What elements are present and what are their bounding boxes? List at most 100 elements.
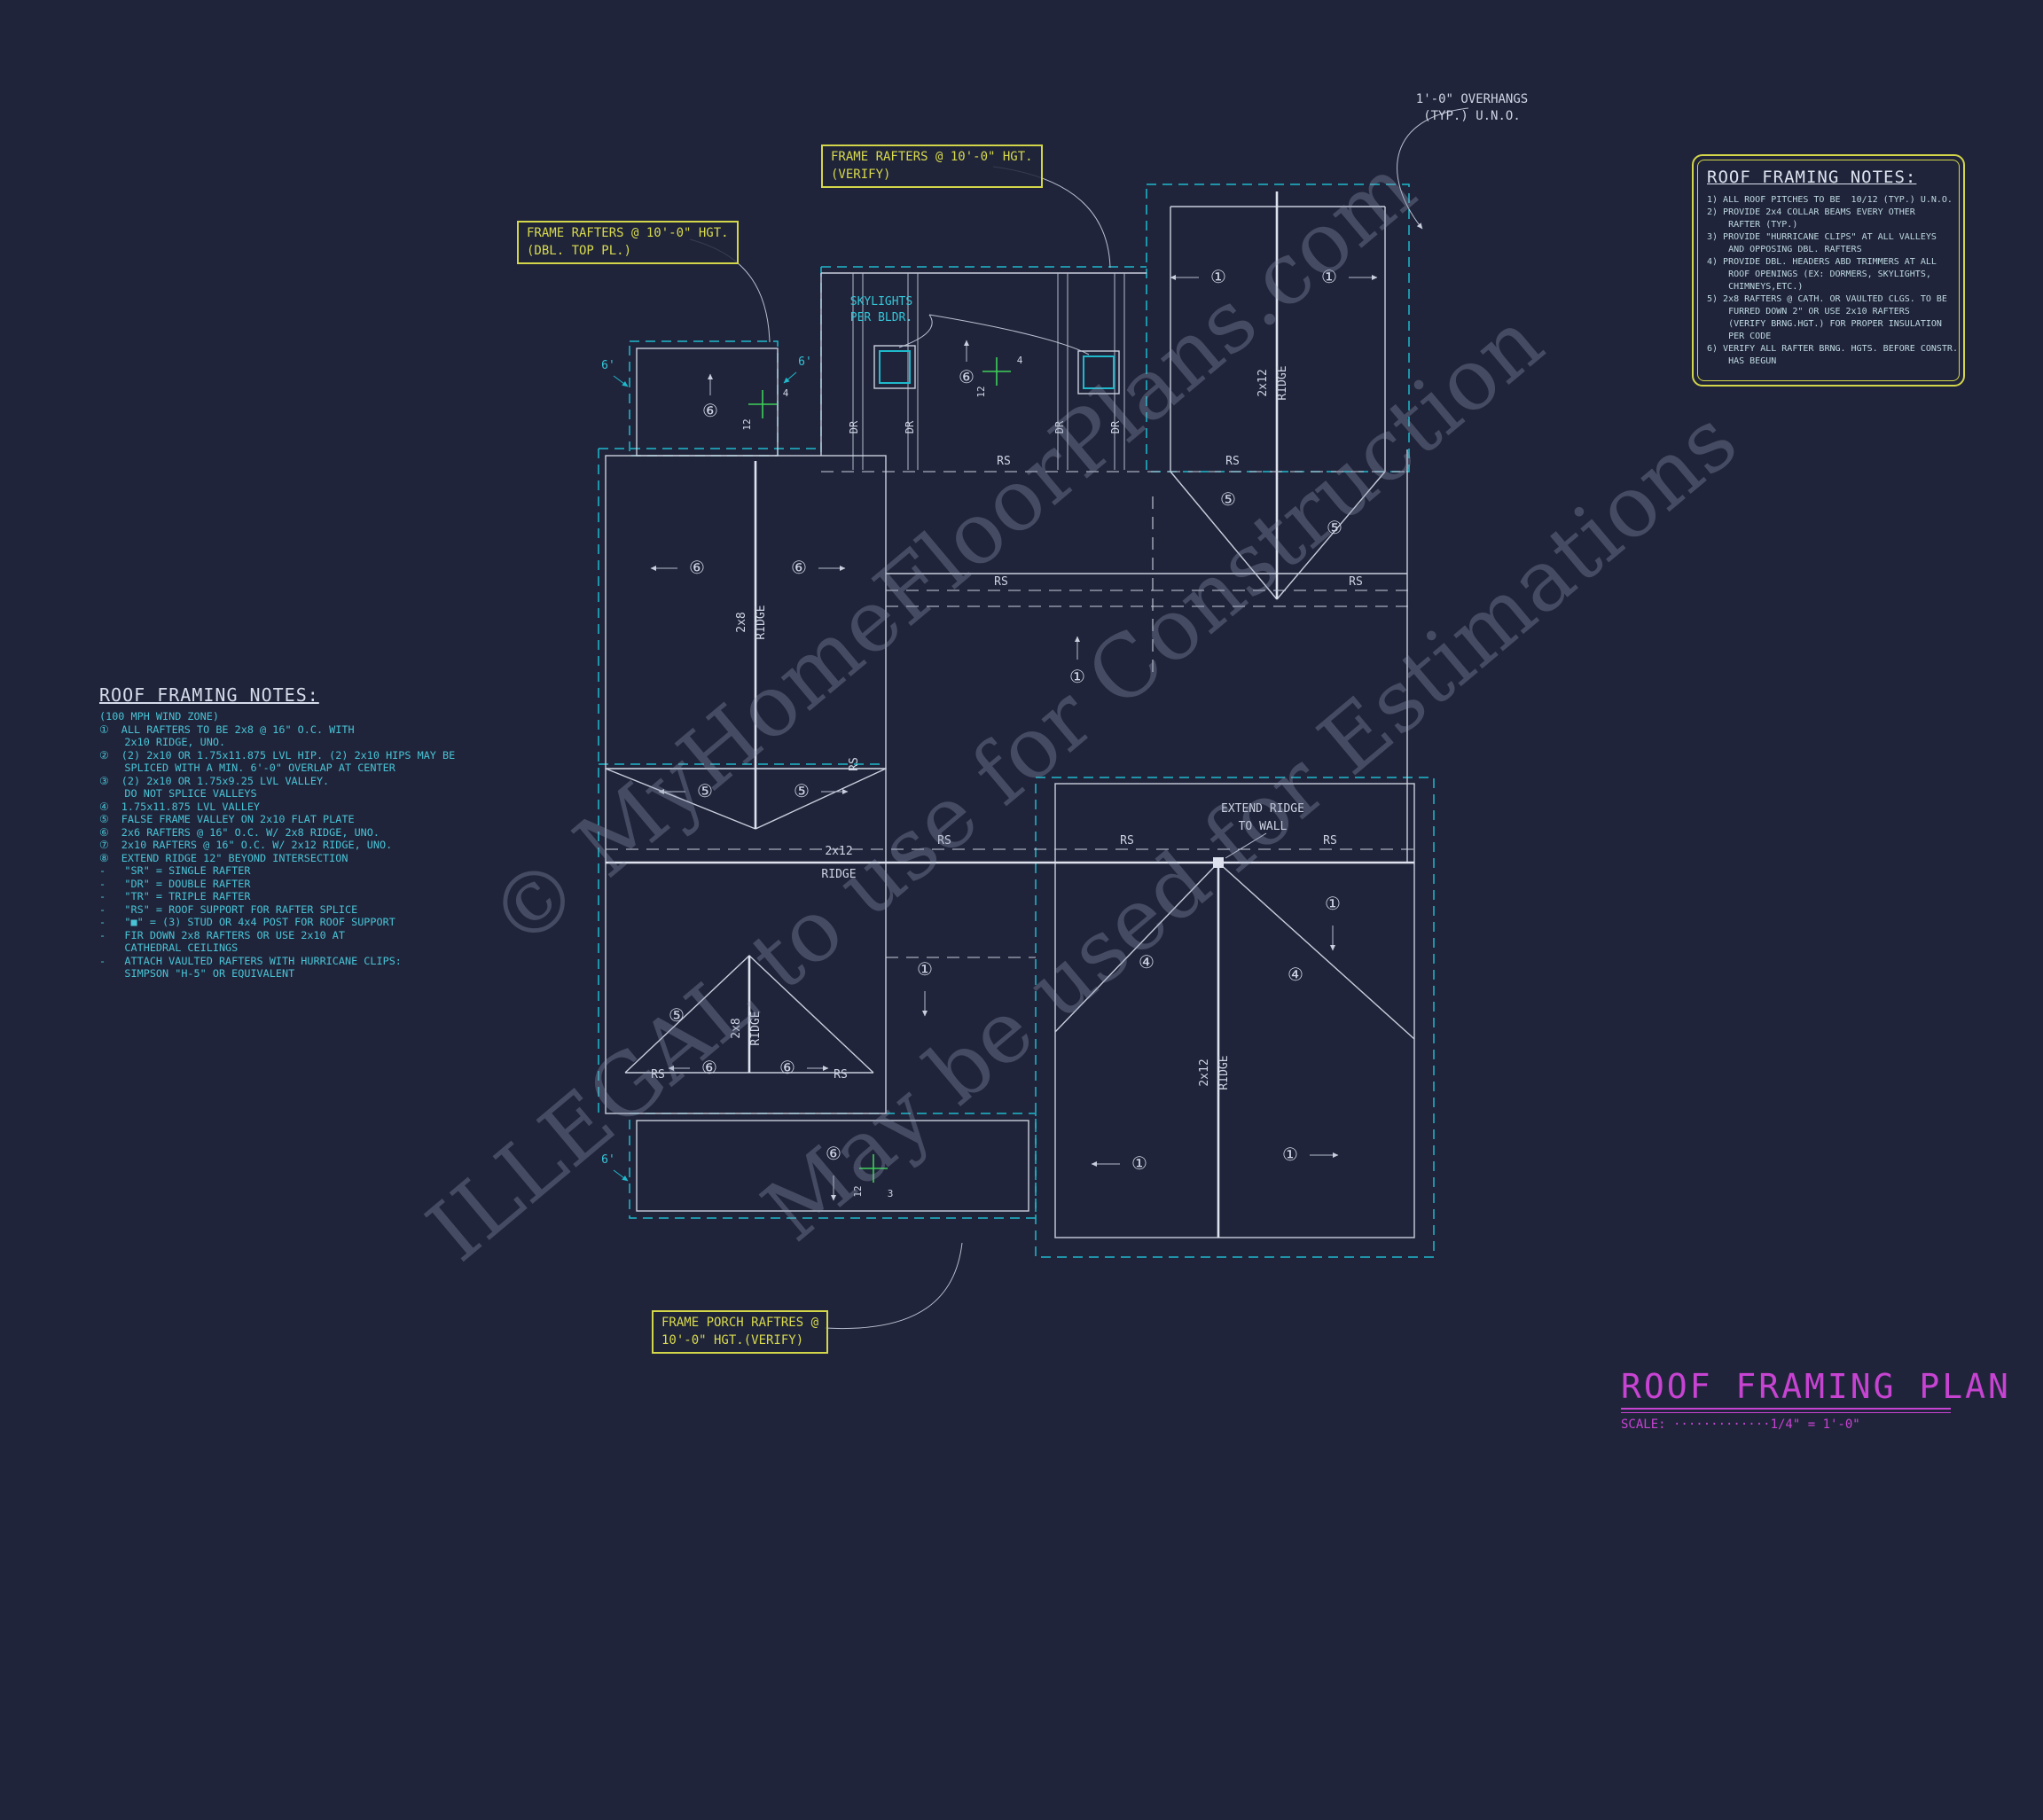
note-line: 5) 2x8 RAFTERS @ CATH. OR VAULTED CLGS. … [1707,294,1947,304]
note-line: (VERIFY BRNG.HGT.) FOR PROPER INSULATION [1707,319,1942,329]
note-line: 4) PROVIDE DBL. HEADERS ABD TRIMMERS AT … [1707,257,1937,267]
note-line: HAS BEGUN [1707,356,1777,366]
callout-line: FRAME RAFTERS @ 10'-0" HGT. [831,150,1033,164]
pitch-rise-label: 12 [975,386,987,397]
note-line: (100 MPH WIND ZONE) [99,710,219,723]
note-line: - "TR" = TRIPLE RAFTER [99,890,251,902]
ridge-label: RIDGE [1217,1055,1231,1090]
note-line: PER CODE [1707,332,1772,341]
note-line: AND OPPOSING DBL. RAFTERS [1707,245,1862,254]
roof-framing-notes-left: ROOF FRAMING NOTES: (100 MPH WIND ZONE)①… [99,684,560,980]
callout-line: FRAME PORCH RAFTRES @ [661,1316,819,1330]
note-line: ⑥ 2x6 RAFTERS @ 16" O.C. W/ 2x8 RIDGE, U… [99,825,380,839]
extend-ridge-note: EXTEND RIDGE [1221,802,1304,816]
keynote-1: ① [1321,266,1337,287]
pitch-rise-label: 12 [741,418,753,430]
note-line: SIMPSON "H-5" OR EQUIVALENT [99,967,295,980]
overhang-dimension: 6' [601,1153,615,1167]
note-line: 2) PROVIDE 2x4 COLLAR BEAMS EVERY OTHER [1707,207,1915,217]
note-line: FURRED DOWN 2" OR USE 2x10 RAFTERS [1707,307,1910,316]
ridge-label: 2x12 [1198,1058,1211,1086]
skylight-icon [873,345,916,389]
roof-support-label: RS [937,834,951,848]
note-line: SPLICED WITH A MIN. 6'-0" OVERLAP AT CEN… [99,762,395,774]
note-line: 1) ALL ROOF PITCHES TO BE 10/12 (TYP.) U… [1707,195,1953,205]
ridge-label: 2x8 [730,1018,743,1038]
keynote-6: ⑥ [702,400,718,421]
direction-arrows [613,274,1378,1201]
ridge-lines [606,191,1414,1238]
keynote-5: ⑤ [697,780,713,801]
keynote-5: ⑤ [1220,488,1236,510]
note-line: ⑧ EXTEND RIDGE 12" BEYOND INTERSECTION [99,851,348,864]
scale-label: SCALE: ·············1/4" = 1'-0" [1621,1418,1860,1432]
roof-support-label: RS [994,575,1008,589]
keynote-1: ① [1131,1152,1147,1174]
pitch-run-label: 3 [888,1188,894,1199]
roof-framing-notes-box-inner: ROOF FRAMING NOTES: 1) ALL ROOF PITCHES … [1697,160,1960,381]
leader-lines [689,107,1469,1330]
ridge-label: RIDGE [749,1011,763,1045]
skylight-icon [1077,350,1120,394]
title-block: ROOF FRAMING PLAN SCALE: ·············1/… [1621,1367,2008,1432]
pitch-run-label: 4 [783,387,789,399]
note-line: ① ALL RAFTERS TO BE 2x8 @ 16" O.C. WITH [99,723,355,736]
title-underline [1621,1412,1951,1413]
roof-solid-lines [605,206,1415,1238]
callout-frame-rafters-dbl-top-plate: FRAME RAFTERS @ 10'-0" HGT. (DBL. TOP PL… [517,221,739,265]
keynote-5: ⑤ [669,1004,685,1026]
left-notes-title: ROOF FRAMING NOTES: [99,684,319,706]
note-line: ROOF OPENINGS (EX: DORMERS, SKYLIGHTS, [1707,269,1931,279]
callout-frame-porch-rafters: FRAME PORCH RAFTRES @ 10'-0" HGT.(VERIFY… [652,1310,829,1355]
ridge-label: 2x12 [1256,369,1270,396]
double-rafter-label: DR [1109,420,1122,434]
note-line: DO NOT SPLICE VALLEYS [99,787,257,800]
ridge-label: RIDGE [1276,365,1289,400]
overhang-dashed-lines [598,184,1435,1258]
roof-support-label: RS [848,757,861,771]
left-notes-lines: (100 MPH WIND ZONE)① ALL RAFTERS TO BE 2… [99,710,560,980]
note-line: CHIMNEYS,ETC.) [1707,282,1804,292]
keynote-6: ⑥ [791,557,807,578]
ridge-label: 2x12 [825,845,852,858]
note-line: ⑦ 2x10 RAFTERS @ 16" O.C. W/ 2x12 RIDGE,… [99,839,393,851]
keynote-6: ⑥ [826,1143,841,1164]
callout-line: 10'-0" HGT.(VERIFY) [661,1332,804,1347]
roof-support-label: RS [1323,834,1337,848]
keynote-5: ⑤ [1327,517,1342,538]
overhang-dimension: 6' [798,355,812,369]
roof-support-label: RS [1120,834,1134,848]
ridge-label: RIDGE [755,605,768,639]
pitch-run-label: 4 [1017,355,1023,366]
note-line: ② (2) 2x10 OR 1.75x11.875 LVL HIP. (2) 2… [99,748,456,762]
note-line: - "SR" = SINGLE RAFTER [99,864,251,877]
keynote-4: ④ [1288,964,1303,985]
roof-support-label: RS [1225,455,1240,468]
note-line: - "DR" = DOUBLE RAFTER [99,877,251,890]
keynote-5: ⑤ [794,780,810,801]
note-line: ⑤ FALSE FRAME VALLEY ON 2x10 FLAT PLATE [99,813,355,825]
roof-plan-drawing: ①①2x12RIDGE⑤⑤RSRSRSRSRSRSRSRSRSRS2x12RID… [598,92,1528,1330]
roof-support-label: RS [1349,575,1363,589]
overhang-dimension: 6' [601,359,615,372]
double-rafter-label: DR [904,420,916,434]
note-line: 3) PROVIDE "HURRICANE CLIPS" AT ALL VALL… [1707,232,1937,242]
pitch-cross-icons [748,357,1011,1183]
note-line: CATHEDRAL CEILINGS [99,941,239,954]
keynote-1: ① [1210,266,1226,287]
notes-box-lines: 1) ALL ROOF PITCHES TO BE 10/12 (TYP.) U… [1707,194,1958,368]
note-line: RAFTER (TYP.) [1707,220,1798,230]
keynote-1: ① [1282,1144,1298,1165]
callout-frame-rafters-verify: FRAME RAFTERS @ 10'-0" HGT. (VERIFY) [821,145,1043,189]
skylight-icons [873,345,1120,394]
extend-ridge-note: TO WALL [1239,820,1288,833]
keynote-4: ④ [1139,951,1155,972]
roof-framing-notes-box: ROOF FRAMING NOTES: 1) ALL ROOF PITCHES … [1692,154,1965,387]
note-line: - "RS" = ROOF SUPPORT FOR RAFTER SPLICE [99,902,358,916]
keynote-1: ① [917,958,933,980]
keynote-6: ⑥ [779,1057,795,1078]
keynote-1: ① [1069,666,1085,687]
note-line: - FIR DOWN 2x8 RAFTERS OR USE 2x10 AT [99,928,345,941]
